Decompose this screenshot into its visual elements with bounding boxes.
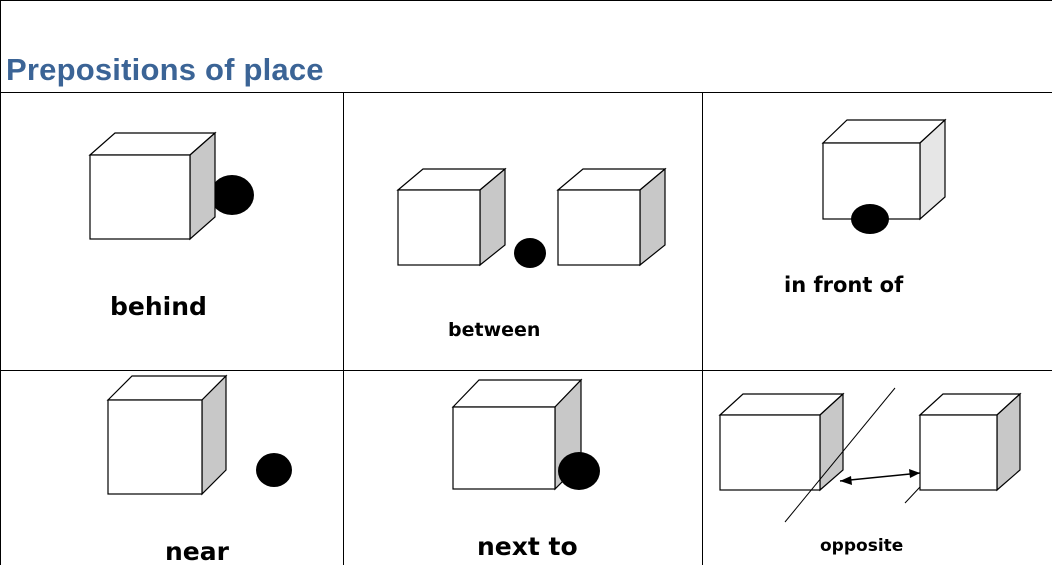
table-column-divider-2 (702, 92, 703, 565)
table-top-border (0, 92, 1052, 93)
table-column-divider-1 (343, 92, 344, 565)
cell-label-next-to: next to (477, 532, 578, 561)
ball-between-boxes-illustration (396, 167, 667, 268)
table-row-divider (0, 370, 1052, 371)
cell-label-in-front-of: in front of (784, 273, 904, 297)
cell-label-near: near (165, 537, 229, 566)
box-behind-ball-illustration (88, 131, 254, 241)
table-left-border (0, 92, 1, 565)
ball-next-to-box-illustration (451, 378, 600, 491)
cell-label-between: between (448, 319, 541, 341)
boxes-opposite-illustration (718, 387, 1022, 523)
ball-in-front-of-box-illustration (821, 118, 947, 234)
cell-label-behind: behind (110, 292, 207, 321)
ball-near-box-illustration (106, 374, 292, 496)
cell-label-opposite: opposite (820, 536, 904, 556)
page-title: Prepositions of place (6, 52, 324, 87)
